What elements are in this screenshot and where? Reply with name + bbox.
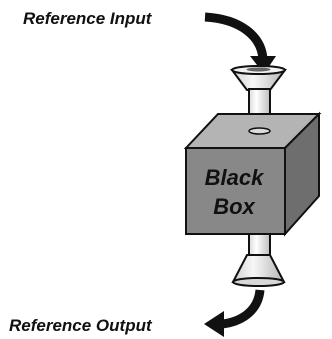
black-box-label-line2: Box: [213, 194, 255, 219]
black-box-label-line1: Black: [204, 165, 264, 190]
input-funnel: [230, 65, 287, 91]
output-funnel: [231, 254, 286, 287]
input-arrow: [204, 12, 276, 74]
reference-input-label: Reference Input: [23, 9, 152, 28]
cube-front-face: [185, 147, 286, 235]
output-arrow: [204, 289, 265, 337]
reference-output-label: Reference Output: [9, 316, 152, 335]
black-box-cube: [183, 111, 322, 237]
output-tube: [248, 233, 271, 257]
